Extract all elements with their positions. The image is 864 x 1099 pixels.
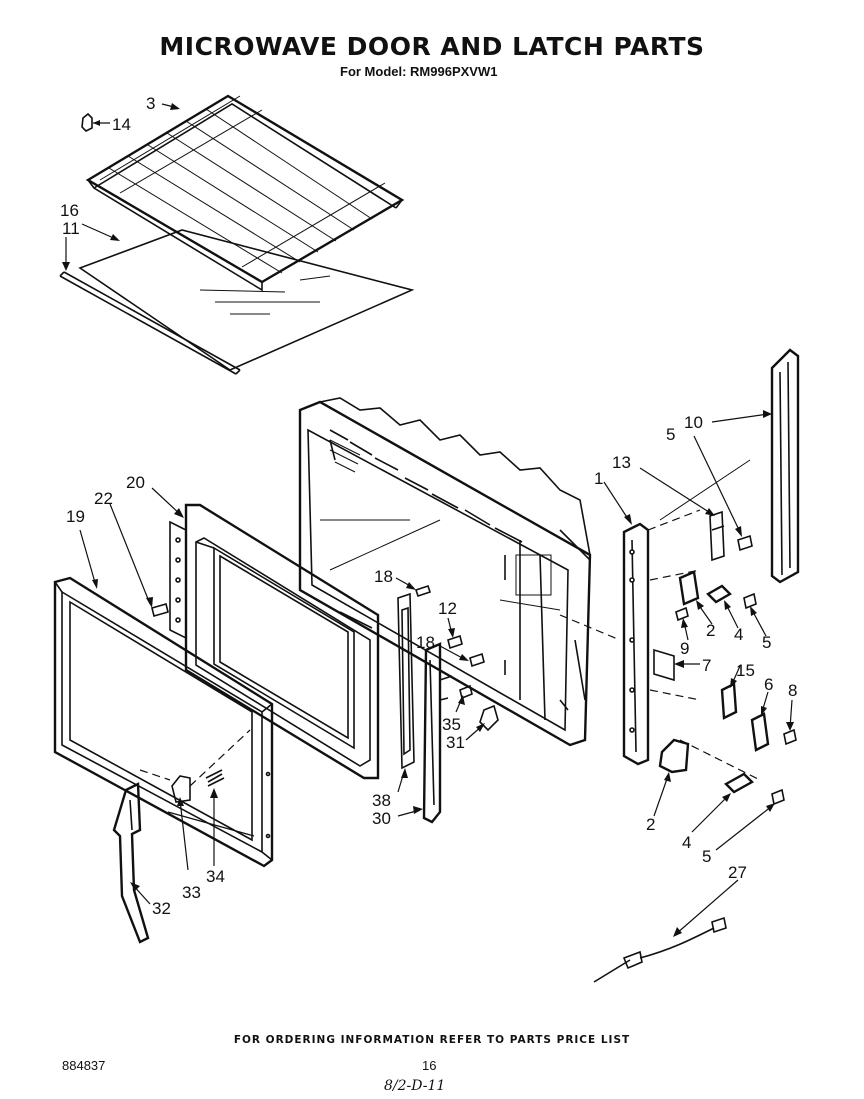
door-bottom-edge-line [167,811,255,837]
part-32-latch-lever [112,782,151,944]
part-13-upper-bracket [639,467,725,562]
bracket-top-dashes [647,509,701,531]
callout-18-lower: 18 [416,633,435,652]
part-7-insulator [653,648,700,682]
callout-3: 3 [146,94,155,113]
part-2-switch-upper [678,570,713,625]
switch-low-dashes [679,739,761,781]
part-5-screw-lower [715,788,785,851]
callout-27: 27 [728,863,747,882]
callout-7: 7 [702,656,711,675]
callout-16: 16 [60,201,79,220]
part-9-screw [675,606,689,641]
callout-6: 6 [764,675,773,694]
callout-31: 31 [446,733,465,752]
document-number: 884837 [62,1058,106,1073]
part-18-screw-lower [439,645,485,668]
callout-32: 32 [152,899,171,918]
part-38-latch-plate [397,592,415,793]
callout-2-lower: 2 [646,815,655,834]
ordering-footnote: FOR ORDERING INFORMATION REFER TO PARTS … [233,1034,631,1046]
callout-35: 35 [442,715,461,734]
part-18-screw-top [395,577,432,598]
callout-18-top: 18 [374,567,393,586]
part-31-clip [465,704,499,741]
callout-15: 15 [736,661,755,680]
callout-2-upper: 2 [706,621,715,640]
part-5-screw-top [693,435,753,552]
channel-link-line [659,459,751,521]
callout-4-upper: 4 [734,625,743,644]
callout-5-top: 5 [666,425,675,444]
callout-33: 33 [182,883,201,902]
callout-4-lower: 4 [682,833,691,852]
callout-8: 8 [788,681,797,700]
callout-5-lower: 5 [702,847,711,866]
part-4-actuator-upper [706,584,739,629]
handwritten-annotation: 8/2-D-11 [384,1078,446,1094]
part-34-spring [205,769,225,866]
callout-19: 19 [66,507,85,526]
part-6-switch [750,691,770,752]
latch-leader-dashes [139,729,251,787]
part-35-screw [455,684,473,713]
callout-34: 34 [206,867,225,886]
callout-9: 9 [680,639,689,658]
callout-1: 1 [594,469,603,488]
bracket-mid-dashes [649,569,701,581]
callout-11: 11 [62,219,80,238]
part-1-switch-bracket [603,481,650,766]
callout-14: 14 [112,115,131,134]
part-19-outer-door-frame [53,529,274,868]
bracket-leader-dashes [559,614,621,641]
bracket-low-dashes [649,689,701,701]
callout-20: 20 [126,473,145,492]
callout-38: 38 [372,791,391,810]
callout-10: 10 [684,413,703,432]
page-number: 16 [422,1058,437,1073]
callout-30: 30 [372,809,391,828]
part-15-switch [720,665,741,720]
part-8-screw [783,699,797,746]
cavity-front-frame [298,397,592,747]
model-subtitle: For Model: RM996PXVW1 [340,64,498,79]
callout-22: 22 [94,489,113,508]
part-33-latch-hook [171,775,191,871]
callout-5-mid: 5 [762,633,771,652]
callout-12: 12 [438,599,457,618]
part-14-clip [81,112,110,132]
part-30-latch-bracket [397,642,453,824]
part-20-inner-door-panel [151,487,380,780]
part-3-shelf-rack [85,94,405,292]
page-title: MICROWAVE DOOR AND LATCH PARTS [159,32,705,61]
part-27-wire-harness [593,879,739,983]
part-5-screw-mid [743,592,767,637]
part-4-actuator-lower [691,772,754,833]
part-11-seal-strip [59,237,241,375]
callout-labels: 3 14 16 11 20 22 19 18 12 18 35 31 38 30… [60,94,797,918]
callout-13: 13 [612,453,631,472]
part-10-vertical-channel [711,348,800,584]
part-22-hinge-strip [109,503,187,640]
part-2-switch-lower [653,738,690,817]
part-16-tray-plate [78,223,415,371]
part-12-screw [447,617,463,650]
